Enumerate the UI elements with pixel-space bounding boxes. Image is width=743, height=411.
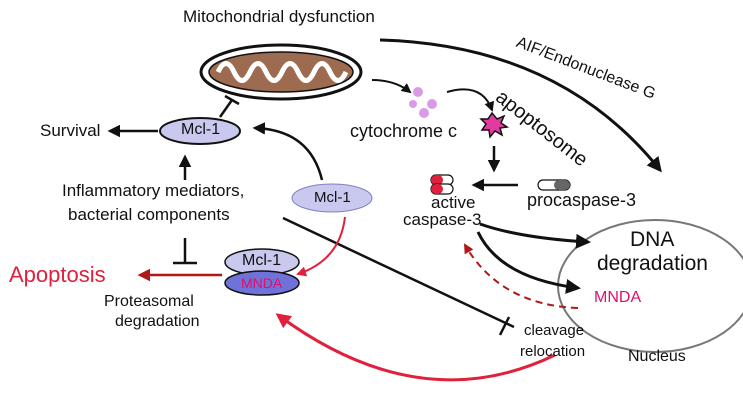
mnda-complex-label: MNDA bbox=[241, 275, 283, 291]
inflammatory-label-2: bacterial components bbox=[68, 205, 230, 224]
mnda-complex-oval bbox=[224, 270, 300, 296]
apoptosis-label: Apoptosis bbox=[9, 262, 106, 287]
inflammatory-inhibits-cleavage bbox=[282, 216, 515, 336]
mcl1-complex-label: Mcl-1 bbox=[242, 252, 282, 269]
mcl1-free-label: Mcl-1 bbox=[314, 189, 351, 206]
active-caspase-3-icon bbox=[430, 174, 454, 195]
inflammatory-inhibits-apoptosis bbox=[173, 238, 197, 265]
proteasomal-label-2: degradation bbox=[115, 313, 200, 330]
mito-dysfunction-label: Mitochondrial dysfunction bbox=[183, 7, 375, 26]
active-caspase-label-2: caspase-3 bbox=[403, 210, 482, 229]
mcl1-free-oval bbox=[291, 183, 373, 213]
cytochrome-c-label: cytochrome c bbox=[350, 121, 458, 141]
mcl1-top-label: Mcl-1 bbox=[181, 121, 221, 138]
mnda-nucleus-label: MNDA bbox=[594, 289, 642, 306]
active-caspase-label-1: active bbox=[431, 193, 476, 212]
cytochrome-c-dots-icon bbox=[409, 87, 437, 118]
apoptosome-icon bbox=[479, 111, 510, 139]
mnda-to-caspase-dashed-arrow bbox=[463, 243, 579, 309]
mitochondrion-icon bbox=[199, 43, 363, 101]
aif-arrow bbox=[379, 38, 662, 173]
inflammatory-label-1: Inflammatory mediators, bbox=[62, 181, 245, 200]
cytc-to-apoptosome-arrow bbox=[446, 88, 495, 112]
mito-to-cytc-arrow bbox=[371, 79, 412, 94]
mcl1-to-complex-arrow bbox=[296, 216, 346, 277]
procaspase-3-icon bbox=[537, 179, 571, 191]
procaspase-label: procaspase-3 bbox=[527, 190, 637, 210]
dna-label-2: degradation bbox=[597, 252, 708, 275]
caspase-to-dna-arrow bbox=[479, 222, 591, 249]
caspase-to-mnda-arrow bbox=[476, 231, 581, 294]
relocation-to-complex-arrow bbox=[275, 313, 556, 382]
survival-label: Survival bbox=[40, 121, 101, 140]
dna-label-1: DNA bbox=[630, 228, 675, 251]
proteasomal-label-1: Proteasomal bbox=[104, 293, 194, 310]
mcl1-free-to-mcl1-top-arrow bbox=[252, 122, 324, 181]
mcl1-inhibits-mito bbox=[218, 94, 240, 118]
nucleus-label: Nucleus bbox=[628, 348, 686, 365]
cleavage-label: cleavage bbox=[524, 322, 585, 339]
relocation-label: relocation bbox=[520, 343, 586, 360]
mcl1-top-oval bbox=[159, 117, 241, 145]
